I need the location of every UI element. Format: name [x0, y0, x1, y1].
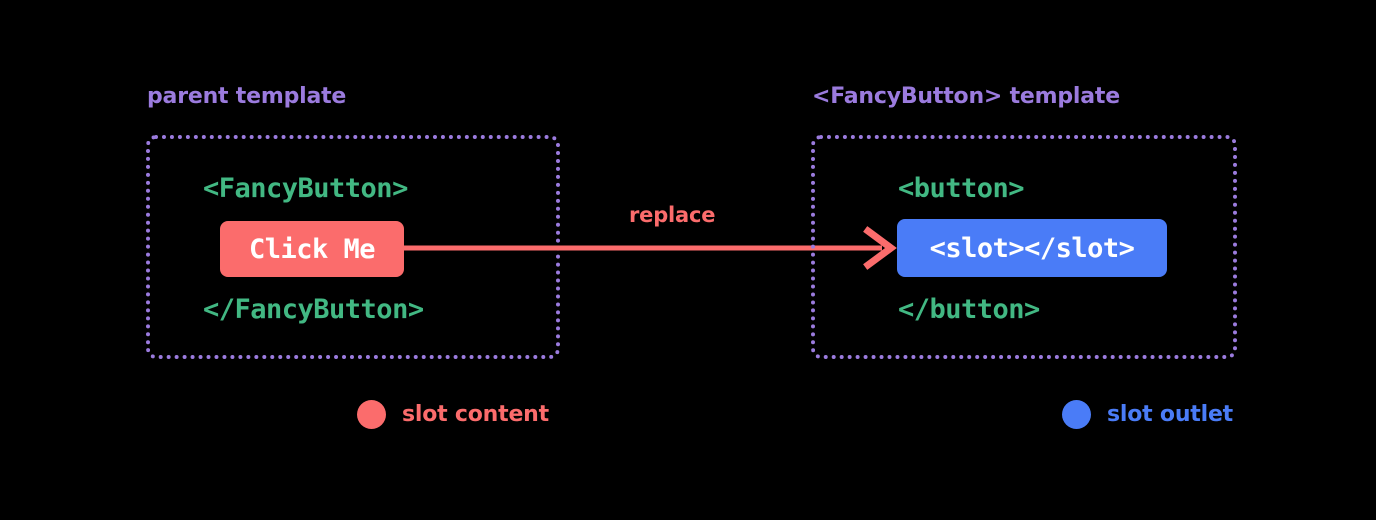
- parent-template-heading: parent template: [147, 84, 347, 109]
- code-open-fancybutton: <FancyButton>: [203, 173, 408, 204]
- code-close-button: </button>: [898, 294, 1040, 325]
- code-open-button: <button>: [898, 173, 1025, 204]
- slot-content-chip: Click Me: [220, 221, 404, 277]
- legend-label-slot-outlet: slot outlet: [1107, 402, 1233, 427]
- fancybutton-template-heading: <FancyButton> template: [812, 84, 1120, 109]
- replace-arrow-label: replace: [629, 203, 716, 227]
- slot-outlet-chip: <slot></slot>: [897, 219, 1167, 277]
- legend-item-slot-outlet: slot outlet: [1062, 400, 1233, 429]
- fancybutton-template-box: [811, 135, 1237, 359]
- slot-content-dot-icon: [357, 400, 386, 429]
- legend-item-slot-content: slot content: [357, 400, 549, 429]
- legend-label-slot-content: slot content: [402, 402, 549, 427]
- code-close-fancybutton: </FancyButton>: [203, 294, 424, 325]
- slot-outlet-dot-icon: [1062, 400, 1091, 429]
